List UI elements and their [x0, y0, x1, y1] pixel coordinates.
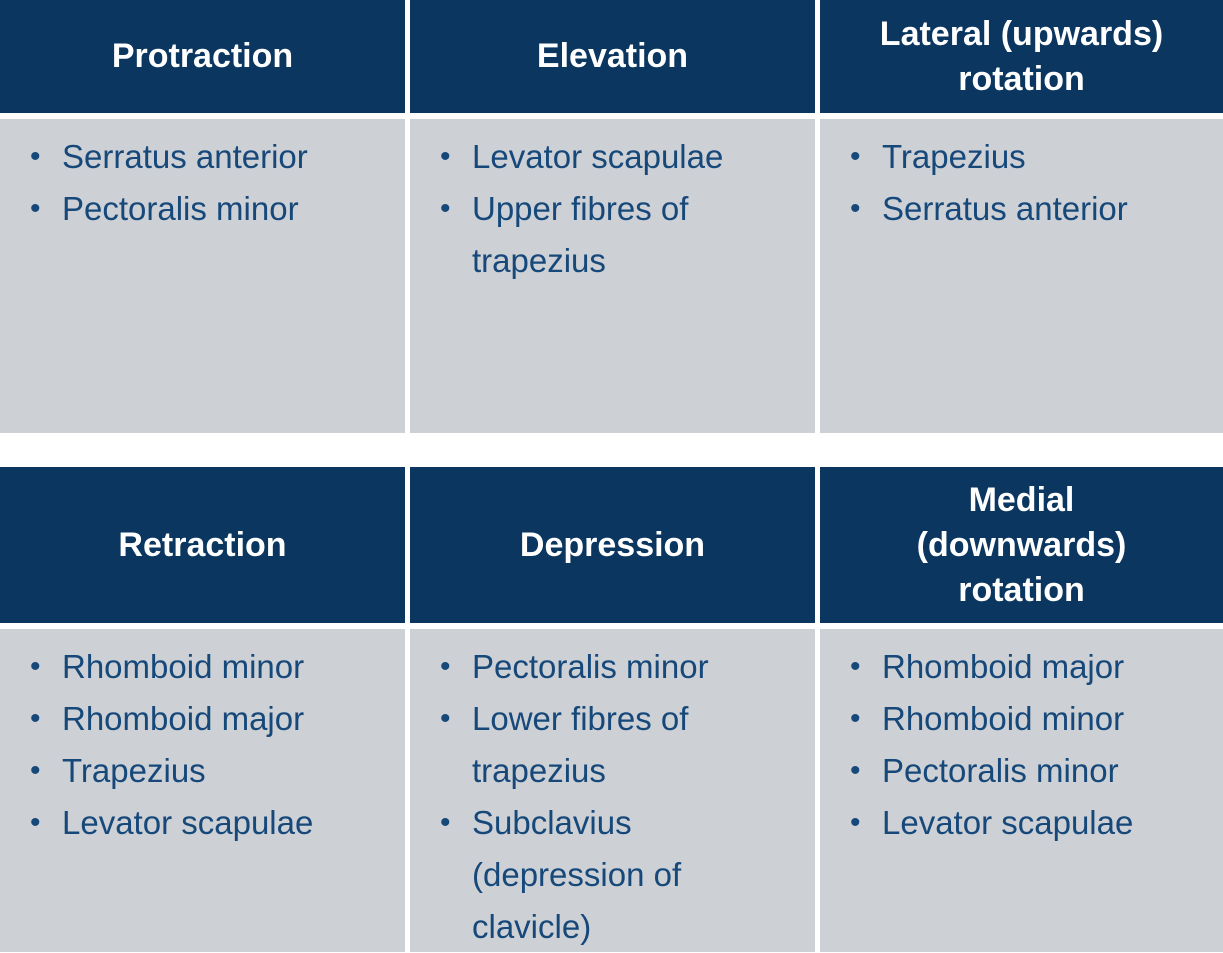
bullet-icon: •: [30, 806, 41, 839]
list-item: • Rhomboid minor: [850, 693, 1215, 745]
list-item: • Pectoralis minor: [850, 745, 1215, 797]
bullet-icon: •: [440, 702, 451, 735]
bullet-icon: •: [850, 192, 861, 225]
muscle-name: Pectoralis minor: [62, 190, 299, 227]
body-cell-medial-rotation: • Rhomboid major • Rhomboid minor • Pectora…: [820, 629, 1223, 952]
list-item: • Serratus anterior: [30, 131, 397, 183]
muscle-name: Rhomboid minor: [62, 648, 305, 685]
bullet-icon: •: [440, 806, 451, 839]
muscle-list: • Pectoralis minor • Lower fibres of trape…: [410, 629, 815, 952]
list-item: • Pectoralis minor: [440, 641, 807, 693]
muscle-name: Pectoralis minor: [882, 752, 1119, 789]
bullet-icon: •: [30, 650, 41, 683]
body-cell-elevation: • Levator scapulae • Upper fibres of trape…: [410, 119, 815, 433]
header-label: Depression: [519, 525, 706, 564]
header-cell-medial-rotation: Medial (downwards) rotation: [820, 467, 1223, 623]
list-item: • Levator scapulae: [30, 797, 397, 849]
muscle-name: Trapezius: [62, 752, 206, 789]
bullet-icon: •: [850, 650, 861, 683]
list-item: • Lower fibres of trapezius: [440, 693, 807, 797]
muscle-list: • Rhomboid major • Rhomboid minor • Pectora…: [820, 629, 1223, 849]
muscle-name: Serratus anterior: [62, 138, 308, 175]
bullet-icon: •: [850, 702, 861, 735]
body-cell-lateral-rotation: • Trapezius • Serratus anterior: [820, 119, 1223, 433]
muscle-name: Levator scapulae: [882, 804, 1134, 841]
header-label: Retraction: [118, 525, 287, 564]
table-scapular-movements-bottom: Retraction Depression Medial (downwards)…: [0, 467, 1223, 952]
header-label: Medial (downwards) rotation: [916, 480, 1127, 609]
muscle-name: Rhomboid major: [882, 648, 1125, 685]
muscle-list: • Serratus anterior • Pectoralis minor: [0, 119, 405, 235]
header-label: Protraction: [111, 37, 294, 75]
list-item: • Rhomboid major: [30, 693, 397, 745]
bullet-icon: •: [440, 192, 451, 225]
muscle-list: • Rhomboid minor • Rhomboid major • Trapezi…: [0, 629, 405, 849]
header-cell-elevation: Elevation: [410, 0, 815, 113]
list-item: • Upper fibres of trapezius: [440, 183, 807, 287]
list-item: • Levator scapulae: [440, 131, 807, 183]
bullet-icon: •: [440, 140, 451, 173]
list-item: • Trapezius: [30, 745, 397, 797]
muscle-name: Levator scapulae: [472, 138, 724, 175]
header-cell-protraction: Protraction: [0, 0, 405, 113]
bullet-icon: •: [30, 192, 41, 225]
bullet-icon: •: [30, 140, 41, 173]
bullet-icon: •: [30, 702, 41, 735]
table-scapular-movements-top: Protraction Elevation Lateral (upwards) …: [0, 0, 1223, 433]
list-item: • Levator scapulae: [850, 797, 1215, 849]
bullet-icon: •: [440, 650, 451, 683]
list-item: • Subclavius (depression of clavicle): [440, 797, 807, 952]
list-item: • Pectoralis minor: [30, 183, 397, 235]
body-cell-protraction: • Serratus anterior • Pectoralis minor: [0, 119, 405, 433]
body-cell-retraction: • Rhomboid minor • Rhomboid major • Trapezi…: [0, 629, 405, 952]
list-item: • Rhomboid minor: [30, 641, 397, 693]
header-label: Lateral (upwards) rotation: [879, 14, 1164, 98]
muscle-name: Upper fibres of trapezius: [472, 190, 689, 279]
header-label: Elevation: [536, 37, 689, 75]
list-item: • Serratus anterior: [850, 183, 1215, 235]
muscle-name: Subclavius (depression of clavicle): [472, 804, 682, 945]
muscle-name: Rhomboid major: [62, 700, 305, 737]
muscle-name: Rhomboid minor: [882, 700, 1125, 737]
muscle-list: • Trapezius • Serratus anterior: [820, 119, 1223, 235]
bullet-icon: •: [850, 806, 861, 839]
header-cell-retraction: Retraction: [0, 467, 405, 623]
list-item: • Trapezius: [850, 131, 1215, 183]
muscle-name: Pectoralis minor: [472, 648, 709, 685]
bullet-icon: •: [850, 754, 861, 787]
bullet-icon: •: [30, 754, 41, 787]
muscle-name: Levator scapulae: [62, 804, 314, 841]
body-cell-depression: • Pectoralis minor • Lower fibres of trape…: [410, 629, 815, 952]
muscle-name: Trapezius: [882, 138, 1026, 175]
header-cell-lateral-rotation: Lateral (upwards) rotation: [820, 0, 1223, 113]
muscle-list: • Levator scapulae • Upper fibres of trape…: [410, 119, 815, 287]
header-cell-depression: Depression: [410, 467, 815, 623]
muscle-name: Serratus anterior: [882, 190, 1128, 227]
bullet-icon: •: [850, 140, 861, 173]
muscle-name: Lower fibres of trapezius: [472, 700, 689, 789]
list-item: • Rhomboid major: [850, 641, 1215, 693]
